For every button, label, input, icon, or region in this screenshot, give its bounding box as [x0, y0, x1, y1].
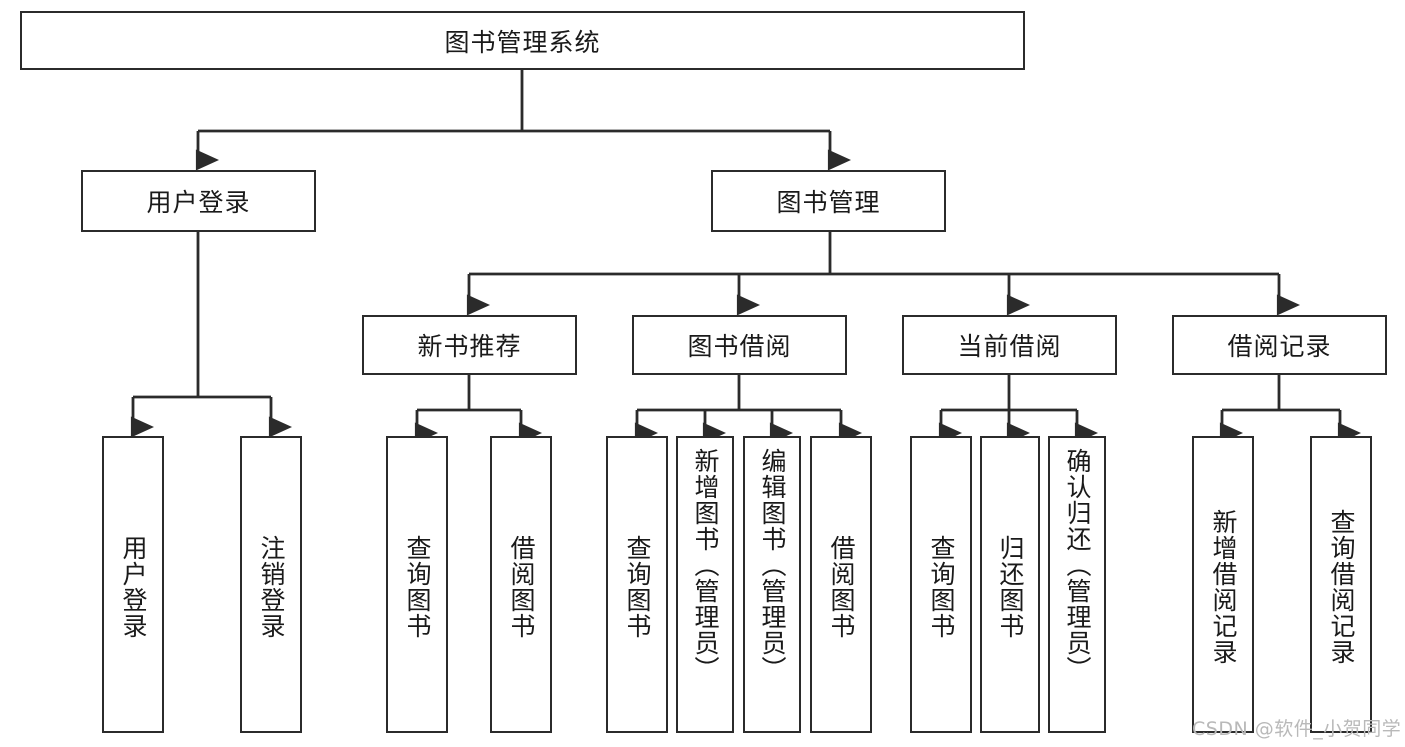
leaf-add-record-label: 新增借阅记录	[1209, 508, 1238, 665]
node-book-borrow-label: 图书借阅	[687, 332, 792, 361]
leaf-query-book-1[interactable]: 查询图书	[386, 436, 448, 733]
watermark-text: CSDN @软件_小贺同学	[1192, 718, 1402, 740]
leaf-query-record-label: 查询借阅记录	[1327, 508, 1356, 665]
leaf-add-book-label: 新增图书（管理员）	[691, 448, 720, 682]
node-new-book-recommend-label: 新书推荐	[417, 332, 522, 361]
node-user-login-label: 用户登录	[146, 188, 251, 217]
leaf-add-book[interactable]: 新增图书（管理员）	[676, 436, 734, 733]
leaf-borrow-book-1-label: 借阅图书	[507, 534, 536, 639]
node-current-borrow[interactable]: 当前借阅	[902, 315, 1117, 375]
leaf-user-login-label: 用户登录	[119, 534, 148, 639]
leaf-query-book-2-label: 查询图书	[623, 534, 652, 639]
node-user-login[interactable]: 用户登录	[81, 170, 316, 232]
leaf-confirm-return[interactable]: 确认归还（管理员）	[1048, 436, 1106, 733]
leaf-query-record[interactable]: 查询借阅记录	[1310, 436, 1372, 733]
leaf-edit-book-label: 编辑图书（管理员）	[758, 448, 787, 682]
node-new-book-recommend[interactable]: 新书推荐	[362, 315, 577, 375]
leaf-logout-label: 注销登录	[257, 534, 286, 639]
node-borrow-record-label: 借阅记录	[1227, 332, 1332, 361]
leaf-borrow-book-2-label: 借阅图书	[827, 534, 856, 639]
leaf-user-login[interactable]: 用户登录	[102, 436, 164, 733]
node-book-management-label: 图书管理	[776, 188, 881, 217]
leaf-confirm-return-label: 确认归还（管理员）	[1063, 448, 1092, 682]
node-root-label: 图书管理系统	[444, 27, 601, 57]
leaf-logout[interactable]: 注销登录	[240, 436, 302, 733]
leaf-add-record[interactable]: 新增借阅记录	[1192, 436, 1254, 733]
leaf-query-book-3-label: 查询图书	[927, 534, 956, 639]
node-root[interactable]: 图书管理系统	[20, 11, 1025, 70]
leaf-borrow-book-1[interactable]: 借阅图书	[490, 436, 552, 733]
leaf-return-book-label: 归还图书	[996, 534, 1025, 639]
leaf-query-book-3[interactable]: 查询图书	[910, 436, 972, 733]
leaf-edit-book[interactable]: 编辑图书（管理员）	[743, 436, 801, 733]
node-current-borrow-label: 当前借阅	[957, 332, 1062, 361]
node-book-borrow[interactable]: 图书借阅	[632, 315, 847, 375]
leaf-query-book-2[interactable]: 查询图书	[606, 436, 668, 733]
leaf-return-book[interactable]: 归还图书	[980, 436, 1040, 733]
leaf-query-book-1-label: 查询图书	[403, 534, 432, 639]
node-borrow-record[interactable]: 借阅记录	[1172, 315, 1387, 375]
leaf-borrow-book-2[interactable]: 借阅图书	[810, 436, 872, 733]
node-book-management[interactable]: 图书管理	[711, 170, 946, 232]
